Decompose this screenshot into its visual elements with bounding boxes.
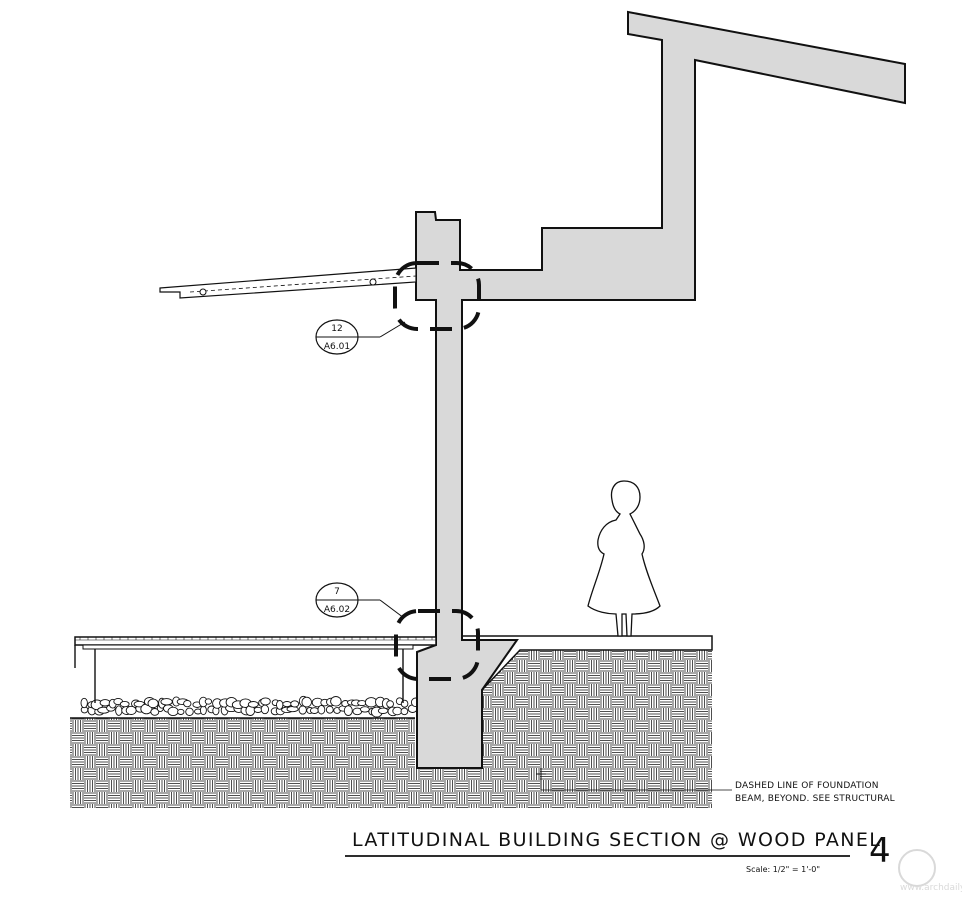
detail-circle-roof <box>393 261 481 331</box>
wood-deck <box>74 636 437 703</box>
watermark-logo: www.archdaily.cn <box>898 849 962 893</box>
gravel-stone <box>343 705 353 716</box>
gravel-stone <box>282 701 292 708</box>
gravel-stone <box>330 696 342 707</box>
drawing-title: LATITUDINAL BUILDING SECTION @ WOOD PANE… <box>352 829 881 851</box>
gravel-stone <box>247 701 259 708</box>
gravel-stone <box>183 699 192 708</box>
foundation-note: DASHED LINE OF FOUNDATION BEAM, BEYOND. … <box>536 768 895 804</box>
gravel-stone <box>150 708 160 716</box>
note-line-1: DASHED LINE OF FOUNDATION <box>735 781 879 791</box>
gravel-stone <box>290 700 300 708</box>
gravel-bed <box>80 695 421 718</box>
gravel-stone <box>160 698 173 706</box>
deck-boards <box>79 637 433 640</box>
gravel-stone <box>80 697 88 709</box>
gravel-stone <box>359 706 370 713</box>
title-block: LATITUDINAL BUILDING SECTION @ WOOD PANE… <box>345 829 891 874</box>
callout-detail-12[interactable]: 12 A6.01 <box>315 319 406 355</box>
gravel-stone <box>309 707 319 714</box>
earth-fill <box>70 650 712 808</box>
child-figure <box>587 480 661 637</box>
gravel-stone <box>392 706 403 716</box>
gravel-stone <box>377 707 389 714</box>
gravel-stone <box>325 705 334 714</box>
callout-sheet: A6.01 <box>324 342 350 352</box>
callout-number: 7 <box>334 587 340 597</box>
roof-overhang <box>159 267 417 299</box>
callout-sheet: A6.02 <box>324 605 350 615</box>
gravel-stone <box>260 704 270 715</box>
gravel-stone <box>400 699 409 708</box>
concrete-structure <box>415 10 906 769</box>
callout-number: 12 <box>331 324 342 334</box>
gravel-stone <box>167 706 179 717</box>
gravel-stone <box>260 697 271 706</box>
gravel-stone <box>253 706 263 713</box>
gravel-stone <box>119 700 130 708</box>
callout-detail-7[interactable]: 7 A6.02 <box>315 582 405 619</box>
gravel-stone <box>177 708 185 715</box>
gravel-stone <box>400 707 409 716</box>
gravel-stone <box>147 698 159 709</box>
watermark-text: www.archdaily.cn <box>900 883 962 893</box>
gravel-stone <box>317 704 326 715</box>
note-line-2: BEAM, BEYOND. SEE STRUCTURAL <box>735 794 895 804</box>
gravel-stone <box>386 700 394 708</box>
drawing-scale: Scale: 1/2" = 1'-0" <box>746 865 820 874</box>
gravel-stone <box>286 706 299 713</box>
gravel-stone <box>204 698 213 705</box>
detail-circle-base <box>394 609 480 681</box>
gravel-stone <box>115 705 123 716</box>
gravel-stone <box>185 707 194 716</box>
drawing-number: 4 <box>869 831 891 871</box>
gravel-stone <box>301 696 312 708</box>
